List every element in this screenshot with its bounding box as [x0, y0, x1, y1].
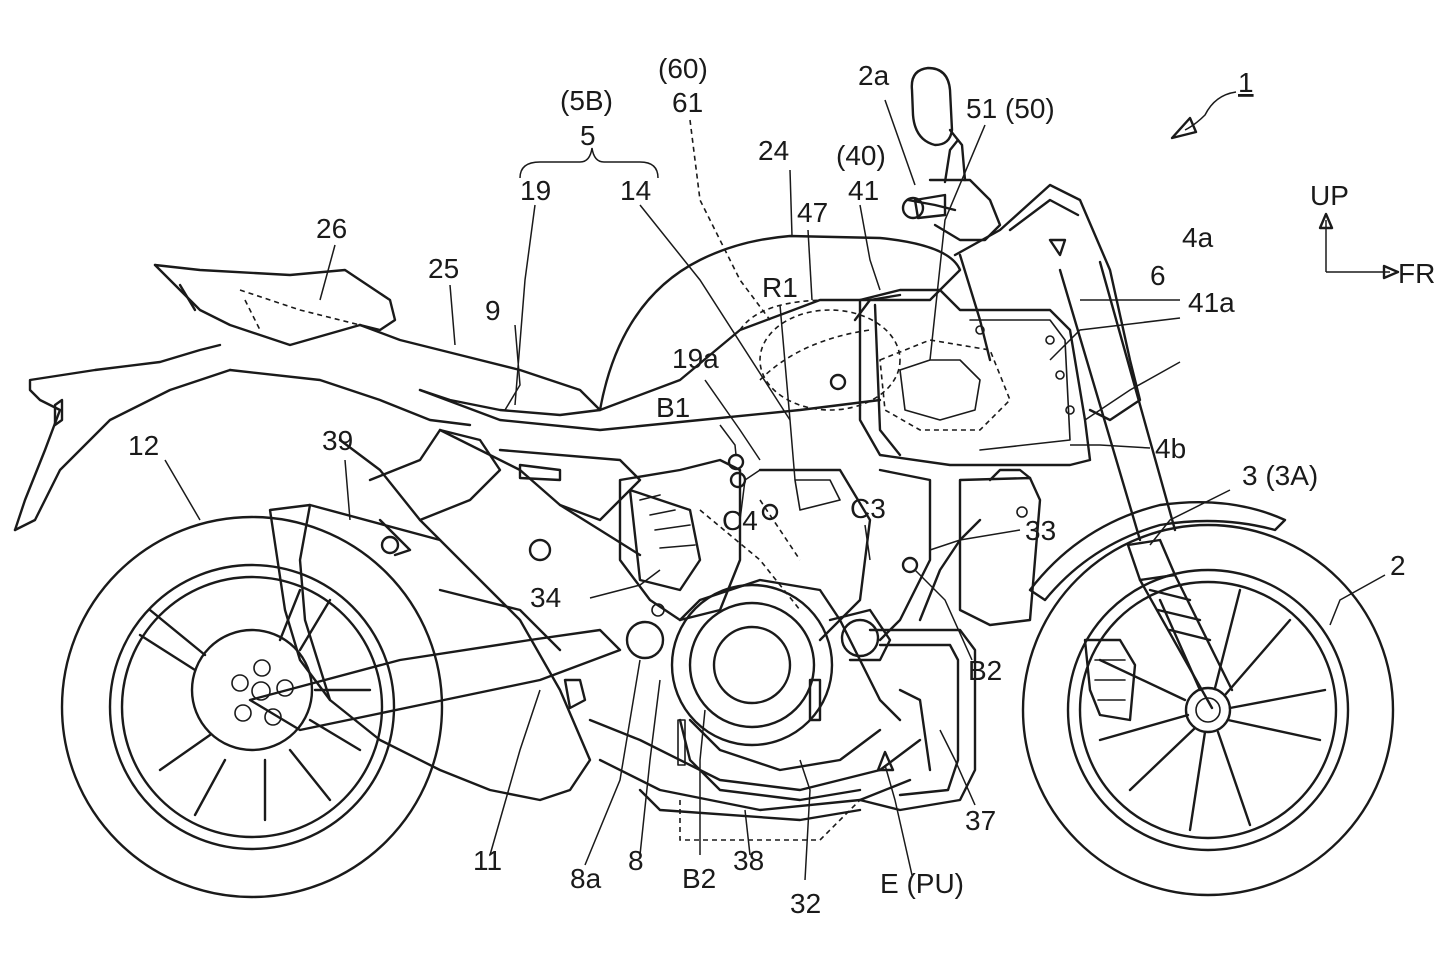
label-40: (40)	[836, 140, 886, 171]
bolts	[727, 373, 919, 574]
label-26: 26	[316, 213, 347, 244]
reference-labels: 1 UP FR 2a 51 (50) (60) 61 (5B) 5 19 14 …	[128, 53, 1435, 919]
label-32: 32	[790, 888, 821, 919]
rear-wheel	[60, 515, 444, 899]
label-fr: FR	[1398, 258, 1435, 289]
label-2a: 2a	[858, 60, 890, 91]
label-c4: C4	[722, 505, 758, 536]
label-b2-right: B2	[968, 655, 1002, 686]
label-6: 6	[1150, 260, 1166, 291]
label-5: 5	[580, 120, 596, 151]
rear-fender	[13, 343, 232, 532]
label-8a: 8a	[570, 863, 602, 894]
label-5b: (5B)	[560, 85, 613, 116]
mirror	[910, 66, 954, 147]
label-60: (60)	[658, 53, 708, 84]
label-14: 14	[620, 175, 651, 206]
label-3: 3 (3A)	[1242, 460, 1318, 491]
leader-lines	[164, 91, 1400, 881]
swingarm	[248, 628, 622, 732]
label-51: 51 (50)	[966, 93, 1055, 124]
front-fender	[1028, 500, 1287, 602]
tail-cowl	[153, 263, 397, 347]
radiator	[958, 476, 1042, 627]
intake-outline	[759, 309, 901, 411]
footrest	[528, 538, 665, 710]
label-38: 38	[733, 845, 764, 876]
radiator-hose	[988, 468, 1032, 482]
fuel-tank	[598, 234, 962, 412]
figure-number: 1	[1238, 67, 1254, 98]
label-19: 19	[520, 175, 551, 206]
front-fork	[1058, 260, 1234, 710]
oil-pan	[588, 718, 922, 841]
front-wheel	[1021, 523, 1395, 897]
label-b1: B1	[656, 392, 690, 423]
label-11: 11	[473, 845, 502, 876]
rider-seat	[358, 323, 602, 417]
label-9: 9	[485, 295, 501, 326]
label-34: 34	[530, 582, 561, 613]
label-2: 2	[1390, 550, 1406, 581]
handlebar	[901, 138, 1002, 242]
main-frame	[338, 388, 882, 557]
label-19a: 19a	[672, 343, 719, 374]
label-41: 41	[848, 175, 879, 206]
muffler	[268, 503, 592, 802]
label-4a: 4a	[1182, 222, 1214, 253]
seat-rail	[228, 368, 472, 427]
label-37: 37	[965, 805, 996, 836]
label-4b: 4b	[1155, 433, 1186, 464]
label-61: 61	[672, 87, 703, 118]
label-c3: C3	[850, 493, 886, 524]
exhaust-headers	[858, 518, 982, 812]
label-24: 24	[758, 135, 789, 166]
label-8: 8	[628, 845, 644, 876]
label-39: 39	[322, 425, 353, 456]
engine	[618, 458, 932, 802]
label-up: UP	[1310, 180, 1349, 211]
label-e-pu: E (PU)	[880, 868, 964, 899]
label-b2-bottom: B2	[682, 863, 716, 894]
label-33: 33	[1025, 515, 1056, 546]
headlight-cowl	[953, 183, 1142, 422]
label-25: 25	[428, 253, 459, 284]
airbox-shroud	[853, 288, 1092, 467]
label-41a: 41a	[1188, 287, 1235, 318]
label-r1: R1	[762, 272, 798, 303]
label-47: 47	[797, 197, 828, 228]
label-12: 12	[128, 430, 159, 461]
